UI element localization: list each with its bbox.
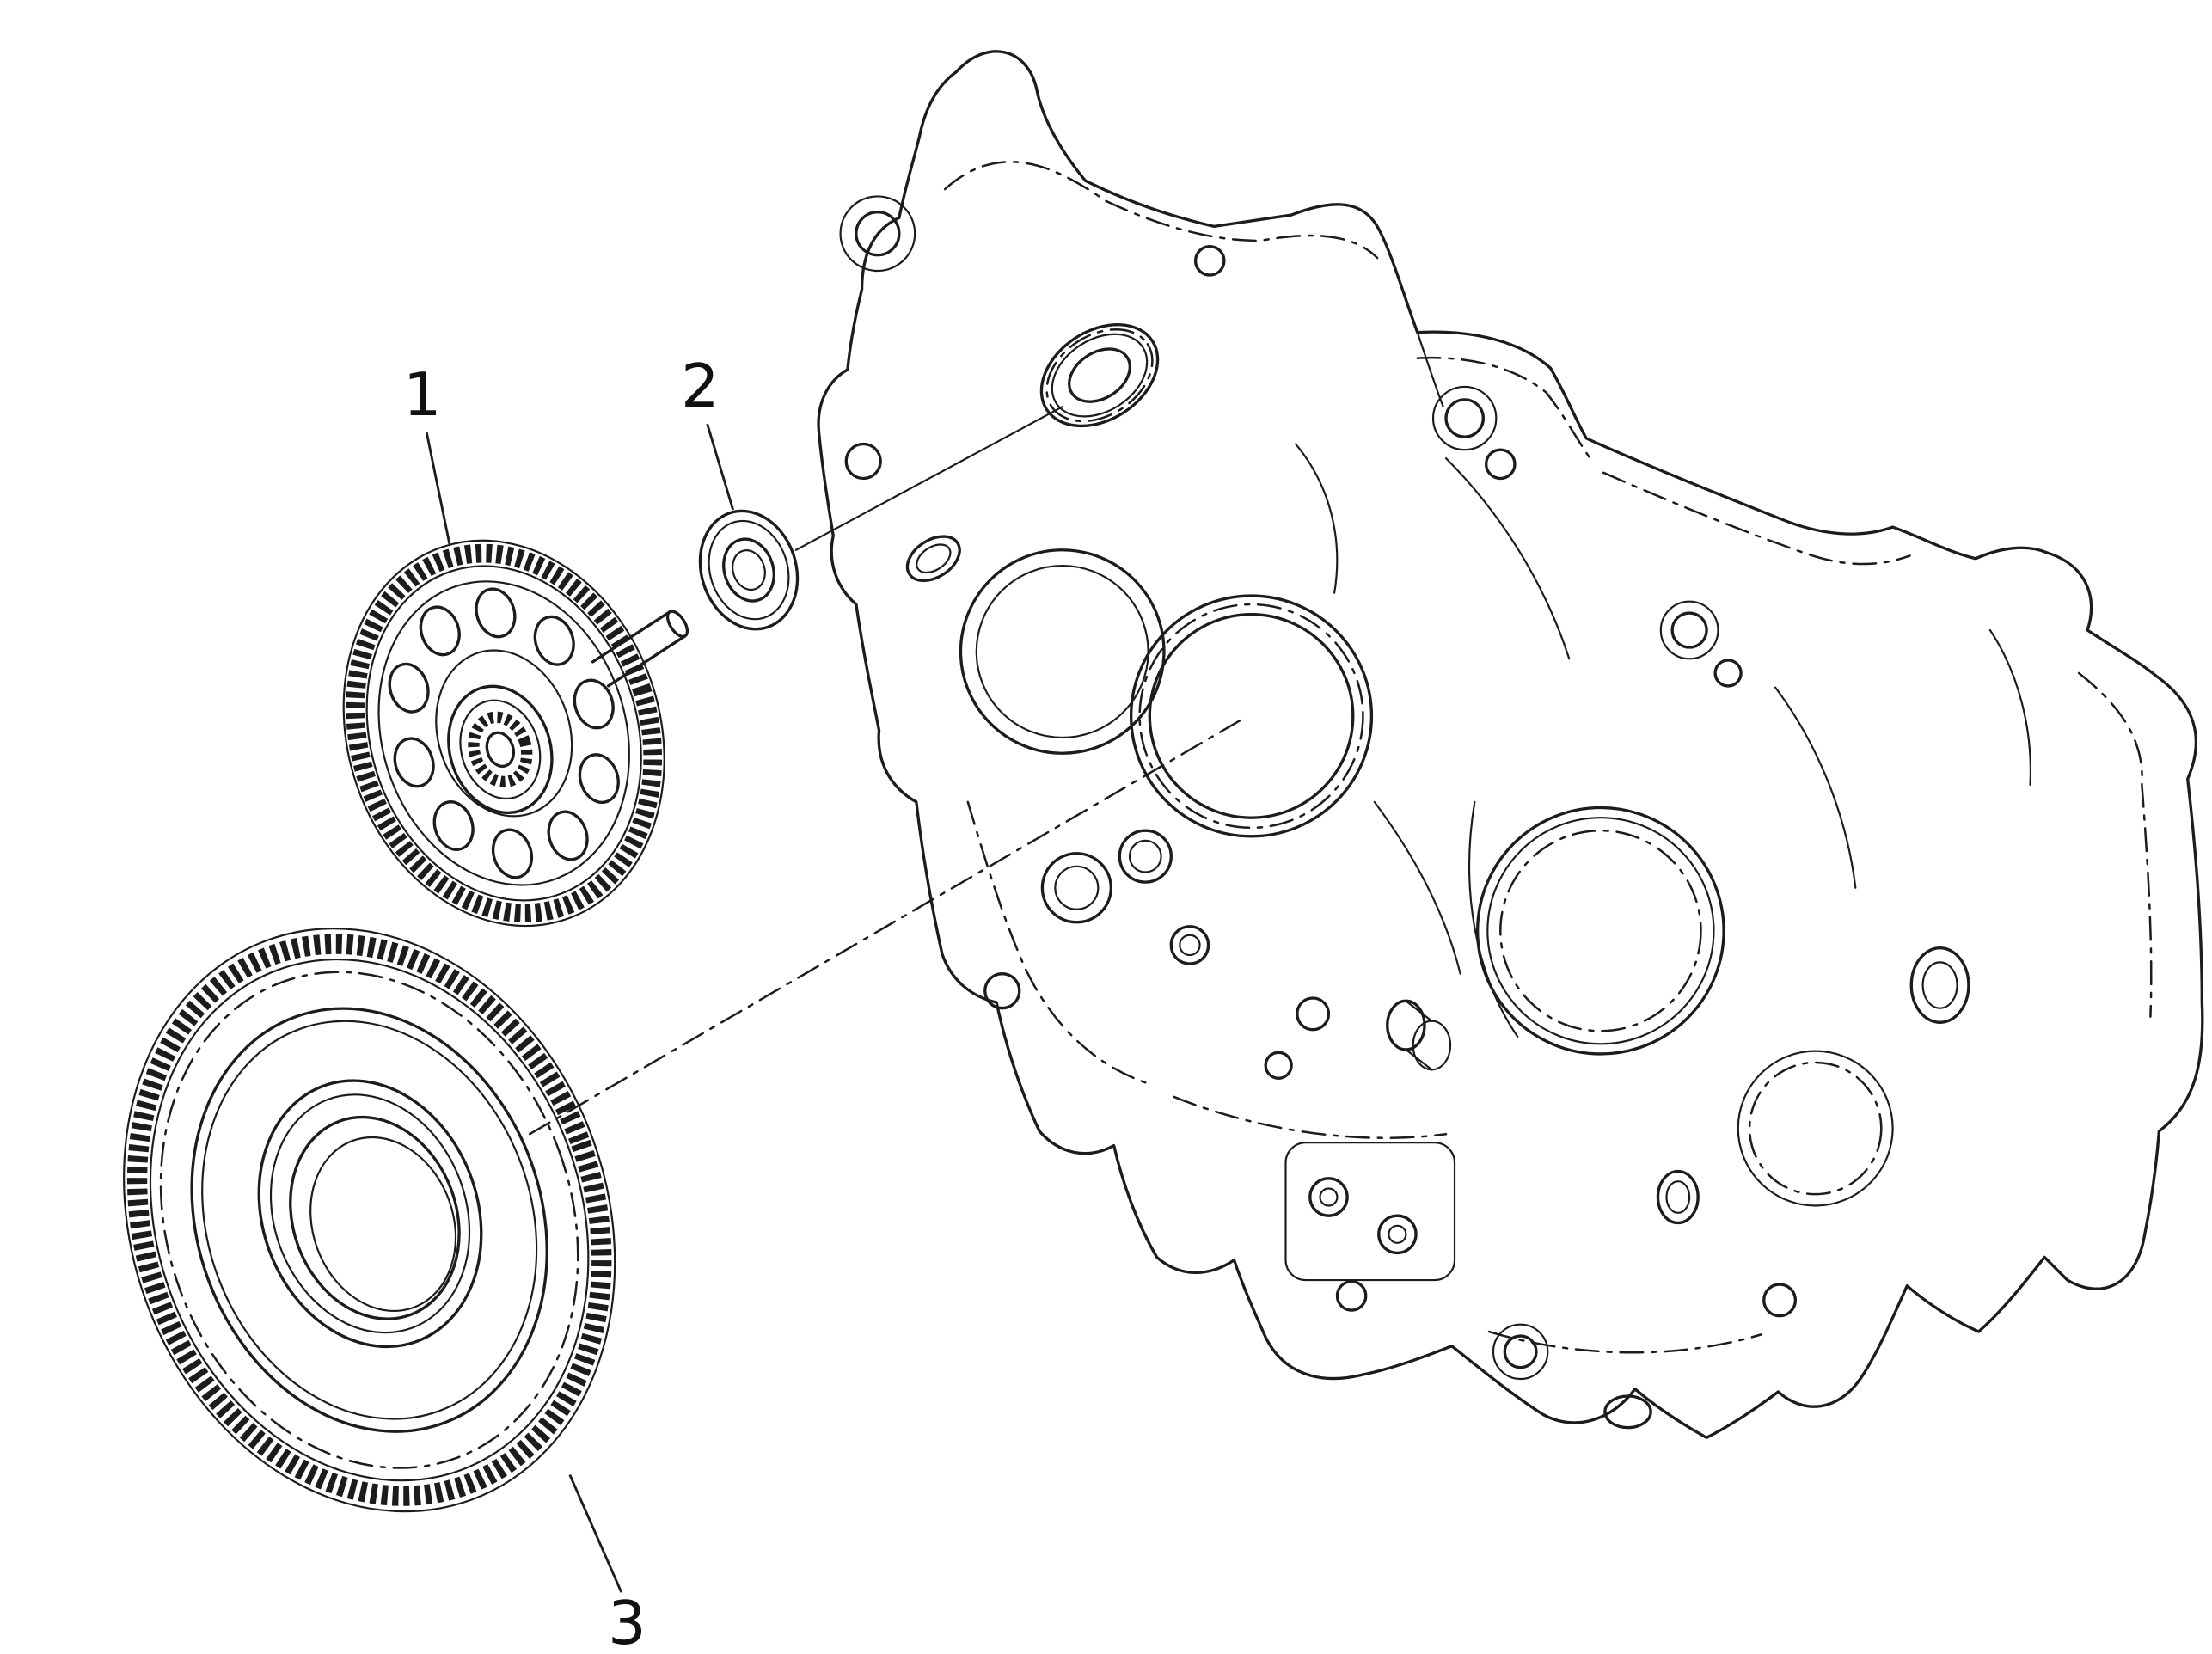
callout-3-label: 3	[608, 1589, 646, 1654]
crankcase	[817, 50, 2204, 1439]
crankcase-bearing-bores	[905, 323, 1894, 1207]
callout-3-leader	[568, 1474, 623, 1593]
crankcase-bolt-holes	[839, 195, 1970, 1430]
callout-2-label: 2	[681, 352, 720, 421]
callout-3: 3	[568, 1474, 646, 1654]
alignment-line-bearing-to-bore	[794, 406, 1063, 551]
crankcase-outline	[817, 50, 2204, 1439]
centerline-flywheel-to-bore	[528, 718, 1244, 1136]
flywheel-ring-gear	[123, 928, 616, 1513]
callout-1-label: 1	[403, 360, 442, 430]
callout-1: 1	[403, 360, 451, 545]
crankcase-gasket-lines	[943, 161, 2153, 1354]
callout-2-leader	[706, 423, 735, 511]
callout-2: 2	[681, 352, 735, 511]
callout-1-leader	[425, 432, 451, 545]
gear-shaft	[591, 610, 689, 688]
bearing	[698, 509, 800, 631]
starter-clutch-gear	[342, 539, 665, 928]
